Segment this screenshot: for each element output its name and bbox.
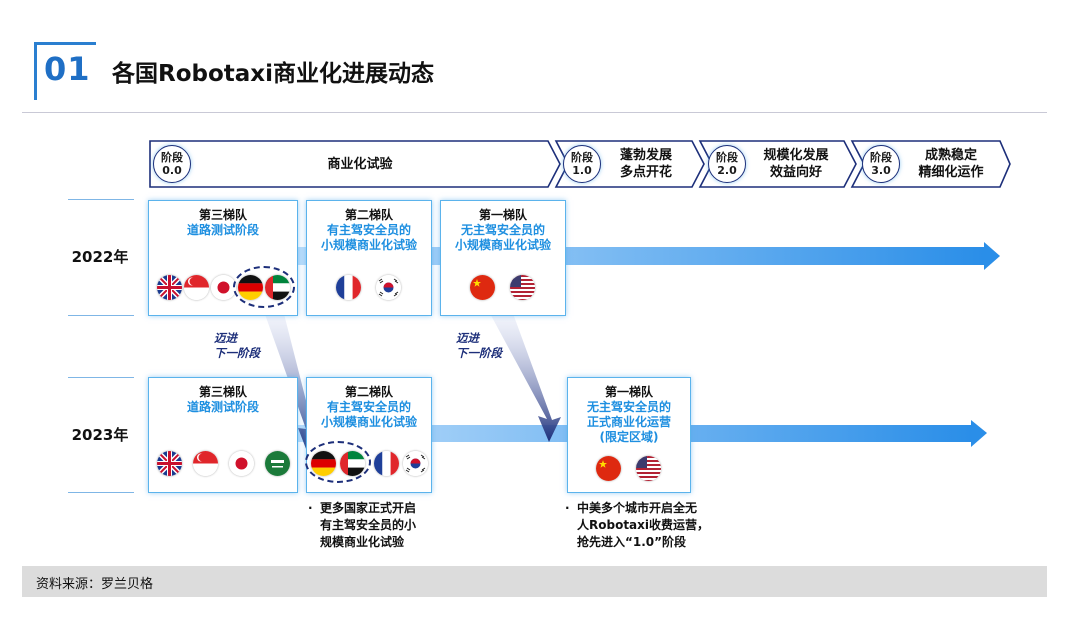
title-bracket [34, 42, 96, 100]
card-2023-tier2-title: 第二梯队 [344, 385, 393, 399]
timeline-2022-head [984, 242, 1000, 270]
card-2023-tier2-sub1: 有主驾安全员的 [326, 400, 411, 414]
section-number: 01 [44, 50, 91, 88]
stage-0-phase: 阶段 [161, 151, 183, 164]
stage-2-badge: 阶段 2.0 [708, 145, 746, 183]
japan-flag-icon [211, 275, 236, 300]
note-right-line1: 中美多个城市开启全无 [577, 501, 698, 515]
card-2022-tier2: 第二梯队 有主驾安全员的 小规模商业化试验 [306, 200, 432, 316]
singapore-flag-icon [184, 275, 209, 300]
stage-1-version: 1.0 [572, 164, 592, 177]
highlight-2022-germany-uae [233, 266, 295, 308]
source-footer: 资料来源：罗兰贝格 [22, 566, 1047, 597]
card-2022-tier2-title: 第二梯队 [344, 208, 393, 222]
stage-0-version: 0.0 [162, 164, 182, 177]
card-2023-tier1-sub3: (限定区域) [599, 430, 659, 444]
stage-1-label-line1: 蓬勃发展 [619, 148, 672, 163]
advance-arrow-right [487, 308, 561, 442]
stage-2-phase: 阶段 [716, 151, 738, 164]
stage-0-badge: 阶段 0.0 [153, 145, 191, 183]
note-right-bullet: · [565, 501, 570, 515]
card-2023-tier3-sub: 道路测试阶段 [186, 400, 259, 414]
card-2022-tier1-sub2: 小规模商业化试验 [454, 238, 551, 252]
year-2023-label: 2023年 [71, 426, 129, 444]
usa-flag-icon [510, 275, 535, 300]
stage-2-label-line2: 效益向好 [769, 165, 822, 180]
header-divider [22, 112, 1047, 113]
france-flag-icon [336, 275, 361, 300]
advance-right-line2: 下一阶段 [456, 346, 502, 360]
advance-left-line2: 下一阶段 [214, 346, 260, 360]
stage-0-label: 商业化试验 [327, 157, 393, 172]
card-2023-tier1-sub1: 无主驾安全员的 [586, 400, 671, 414]
timeline-2023-head [971, 420, 987, 447]
stage-1-phase: 阶段 [571, 151, 593, 164]
usa-flag-icon [636, 456, 661, 481]
note-left: · 更多国家正式开启 有主驾安全员的小 规模商业化试验 [308, 500, 417, 551]
stage-3-version: 3.0 [871, 164, 891, 177]
stage-3-label-line1: 成熟稳定 [924, 148, 977, 163]
note-left-line3: 规模商业化试验 [320, 535, 405, 549]
stage-3-label-line2: 精细化运作 [918, 165, 984, 180]
uk-flag-icon [157, 275, 182, 300]
year-2022-label: 2022年 [71, 248, 129, 266]
stage-3-badge: 阶段 3.0 [862, 145, 900, 183]
china-flag-icon [470, 275, 495, 300]
card-2022-tier1-title: 第一梯队 [478, 208, 527, 222]
source-text: 资料来源：罗兰贝格 [36, 577, 154, 592]
advance-label-right: 迈进 下一阶段 [456, 331, 502, 361]
page-title: 各国Robotaxi商业化进展动态 [112, 61, 435, 87]
year-2023-top-line [68, 377, 134, 378]
advance-right-line1: 迈进 [456, 331, 479, 345]
card-2023-tier1-sub2: 正式商业化运营 [586, 415, 671, 429]
year-2023-bottom-line [68, 492, 134, 493]
year-2022-bottom-line [68, 315, 134, 316]
note-right-line3: 抢先进入“1.0”阶段 [577, 535, 687, 549]
note-right-line2: 人Robotaxi收费运营， [577, 518, 710, 532]
card-2022-tier2-sub2: 小规模商业化试验 [320, 238, 417, 252]
china-flag-icon [596, 456, 621, 481]
highlight-2023-germany-uae [305, 441, 371, 483]
card-2023-tier2-sub2: 小规模商业化试验 [320, 415, 417, 429]
stage-3-label: 成熟稳定 精细化运作 [904, 147, 998, 181]
card-2022-tier3-sub: 道路测试阶段 [186, 223, 259, 237]
singapore-flag-icon [193, 451, 218, 476]
note-left-line1: 更多国家正式开启 [320, 501, 417, 515]
korea-flag-icon [403, 451, 428, 476]
advance-left-line1: 迈进 [214, 331, 237, 345]
japan-flag-icon [229, 451, 254, 476]
card-2023-tier3-title: 第三梯队 [198, 385, 247, 399]
note-left-line2: 有主驾安全员的小 [320, 518, 417, 532]
korea-flag-icon [376, 275, 401, 300]
card-2022-tier1: 第一梯队 无主驾安全员的 小规模商业化试验 [440, 200, 566, 316]
note-right: · 中美多个城市开启全无 人Robotaxi收费运营， 抢先进入“1.0”阶段 [565, 500, 710, 551]
card-2022-tier1-sub1: 无主驾安全员的 [460, 223, 545, 237]
card-2022-tier2-sub1: 有主驾安全员的 [326, 223, 411, 237]
stage-1-label: 蓬勃发展 多点开花 [606, 147, 686, 181]
stage-2-version: 2.0 [717, 164, 737, 177]
france-flag-icon [374, 451, 399, 476]
stage-1-badge: 阶段 1.0 [563, 145, 601, 183]
stage-2-label-line1: 规模化发展 [763, 148, 829, 163]
stage-1-label-line2: 多点开花 [619, 165, 672, 180]
stage-chevron-0 [149, 140, 561, 188]
card-2023-tier1: 第一梯队 无主驾安全员的 正式商业化运营 (限定区域) [567, 377, 691, 493]
stage-2-label: 规模化发展 效益向好 [750, 147, 842, 181]
advance-label-left: 迈进 下一阶段 [214, 331, 260, 361]
stage-3-phase: 阶段 [870, 151, 892, 164]
year-2022-top-line [68, 199, 134, 200]
card-2023-tier1-title: 第一梯队 [604, 385, 653, 399]
saudi-flag-icon [265, 451, 290, 476]
card-2022-tier3-title: 第三梯队 [198, 208, 247, 222]
note-left-bullet: · [308, 501, 313, 515]
uk-flag-icon [157, 451, 182, 476]
